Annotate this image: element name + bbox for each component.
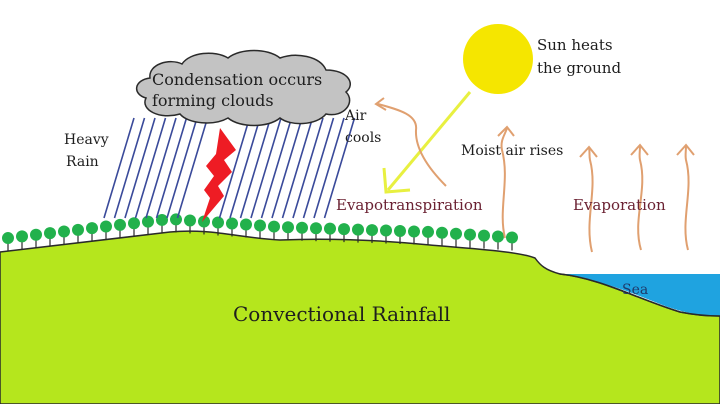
sun-label-line1: Sun heats: [537, 36, 613, 54]
rain-lines: [103, 117, 356, 219]
cloud-label-line2: forming clouds: [152, 91, 274, 110]
cloud-icon: [136, 49, 351, 127]
evaporation-label: Evaporation: [573, 196, 666, 214]
diagram-title: Convectional Rainfall: [233, 302, 450, 326]
sea: [560, 274, 720, 316]
sun-icon: [463, 24, 533, 94]
sun-ray-arrow: [382, 91, 472, 194]
rising-air-arrows: [374, 97, 695, 253]
sea-label: Sea: [622, 282, 648, 298]
sun-label-line2: the ground: [537, 59, 621, 77]
air-cools-label-line2: cools: [345, 130, 381, 146]
tree-row: [2, 213, 518, 252]
lightning-bolt-icon: [202, 128, 236, 222]
moist-air-label: Moist air rises: [461, 143, 563, 159]
heavy-rain-label-line2: Rain: [66, 154, 99, 170]
heavy-rain-label-line1: Heavy: [64, 132, 109, 148]
cloud-label-line1: Condensation occurs: [152, 70, 322, 89]
air-cools-label-line1: Air: [344, 108, 367, 124]
evapotranspiration-label: Evapotranspiration: [336, 196, 483, 214]
